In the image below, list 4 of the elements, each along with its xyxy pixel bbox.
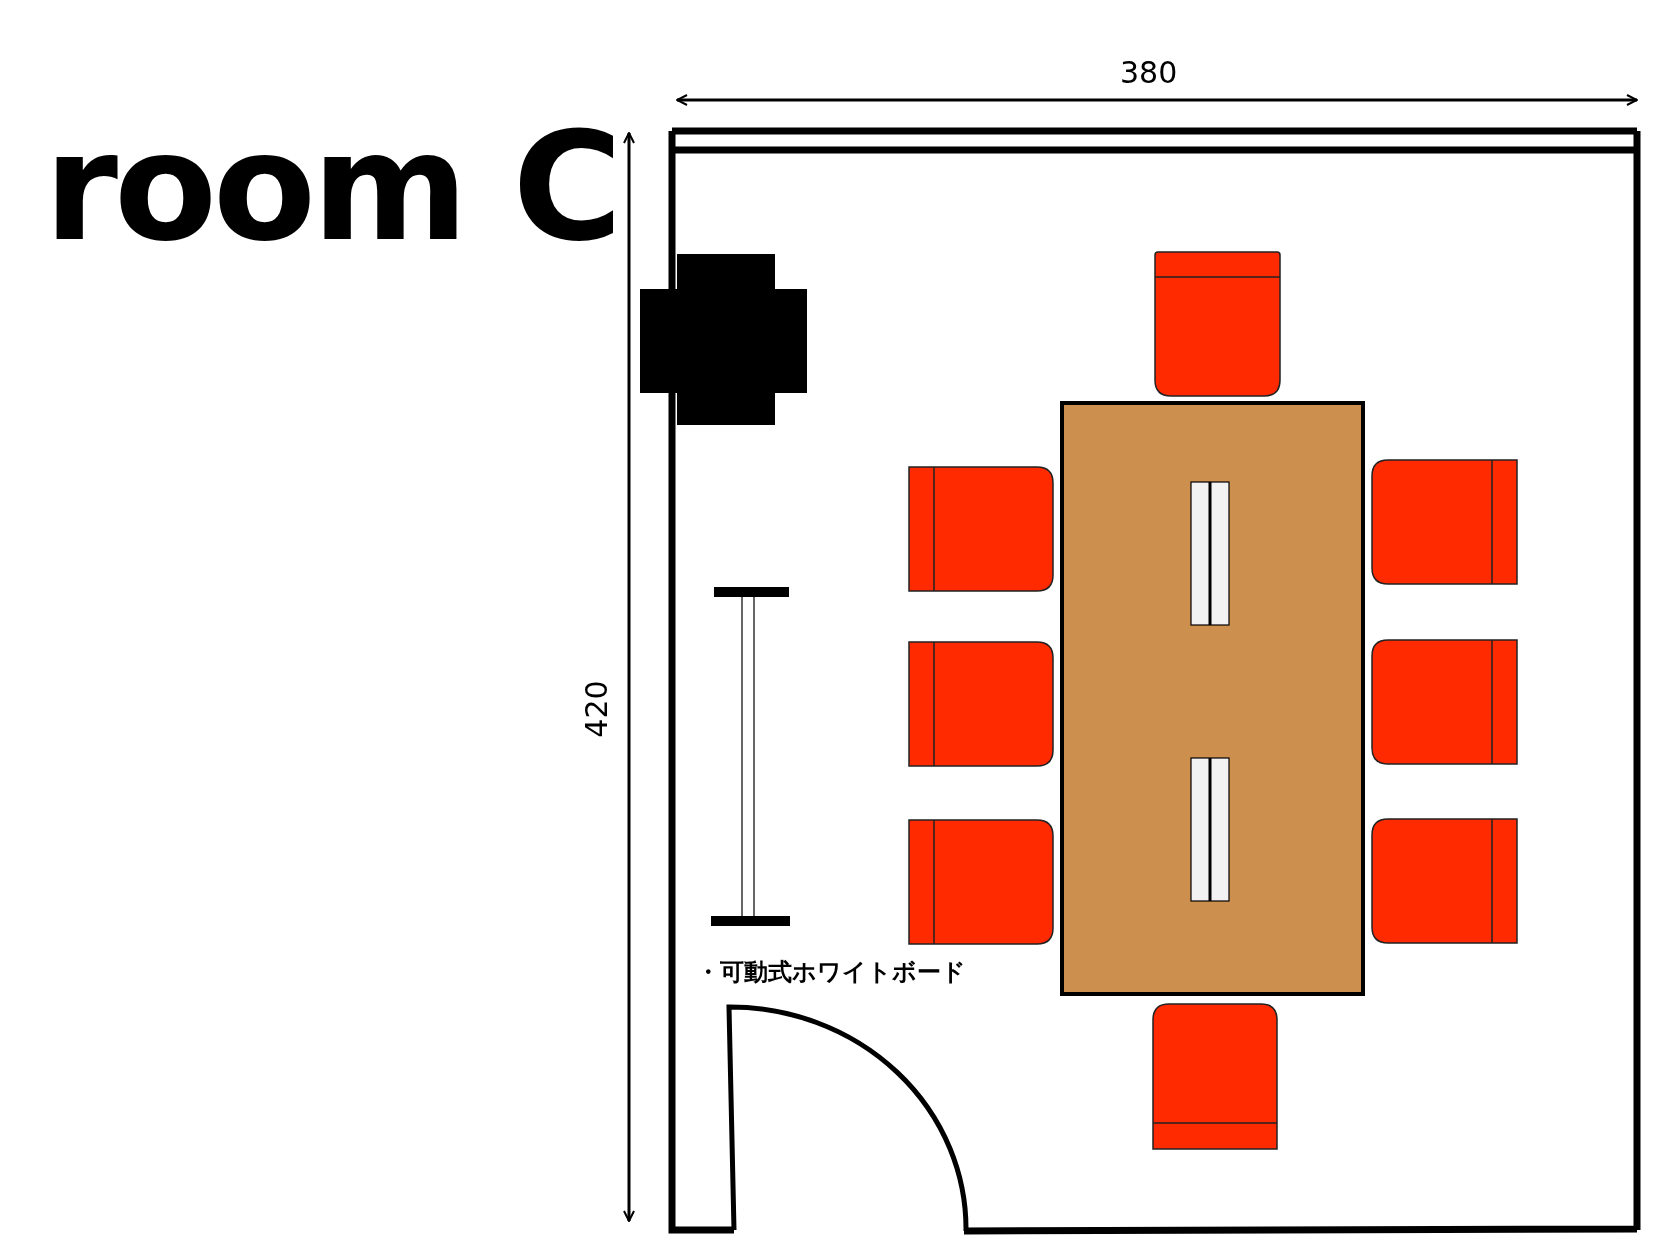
whiteboard-label: ・可動式ホワイトボード xyxy=(696,960,966,984)
title: room C xyxy=(44,112,619,262)
dimension-label: 380 xyxy=(1120,58,1178,88)
dimension-label: 420 xyxy=(581,680,612,738)
